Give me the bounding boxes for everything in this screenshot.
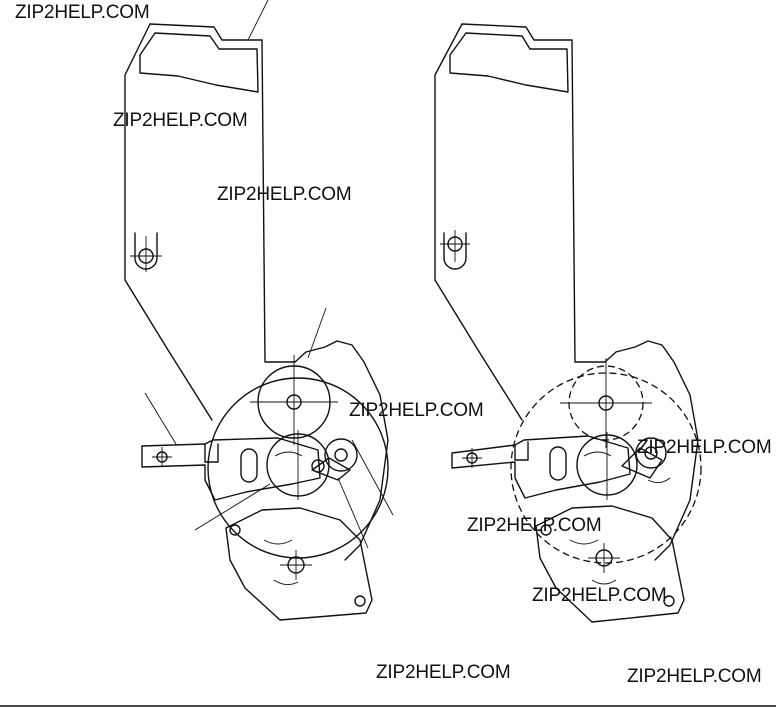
right-small-cam xyxy=(635,437,667,469)
left-arm-plate xyxy=(124,23,389,561)
right-bottom-cam xyxy=(535,505,685,623)
watermark-text: ZIP2HELP.COM xyxy=(113,110,248,131)
left-leader-2 xyxy=(144,392,177,445)
left-arm-window xyxy=(139,32,259,93)
left-bottom-cam xyxy=(225,507,373,621)
watermark-text: ZIP2HELP.COM xyxy=(467,515,602,536)
left-leader-4 xyxy=(337,477,369,549)
right-assembly xyxy=(434,23,702,623)
left-lever xyxy=(141,437,321,501)
right-arm-window xyxy=(449,32,569,93)
watermark-text: ZIP2HELP.COM xyxy=(349,400,484,421)
left-assembly xyxy=(124,0,394,621)
watermark-text: ZIP2HELP.COM xyxy=(532,585,667,606)
left-leader-3 xyxy=(194,483,271,531)
watermark-text: ZIP2HELP.COM xyxy=(15,2,150,23)
right-lever xyxy=(451,435,631,499)
left-small-cam xyxy=(324,438,358,472)
left-leader-top xyxy=(247,0,269,41)
watermark-text: ZIP2HELP.COM xyxy=(637,437,772,458)
watermark-text: ZIP2HELP.COM xyxy=(217,184,352,205)
left-leader-1 xyxy=(307,307,327,359)
left-large-circle xyxy=(207,377,389,559)
left-leader-5 xyxy=(351,439,394,516)
watermark-text: ZIP2HELP.COM xyxy=(627,666,762,687)
right-upper-slot xyxy=(443,232,467,270)
right-arm-plate xyxy=(434,23,699,561)
watermark-text: ZIP2HELP.COM xyxy=(376,662,511,683)
